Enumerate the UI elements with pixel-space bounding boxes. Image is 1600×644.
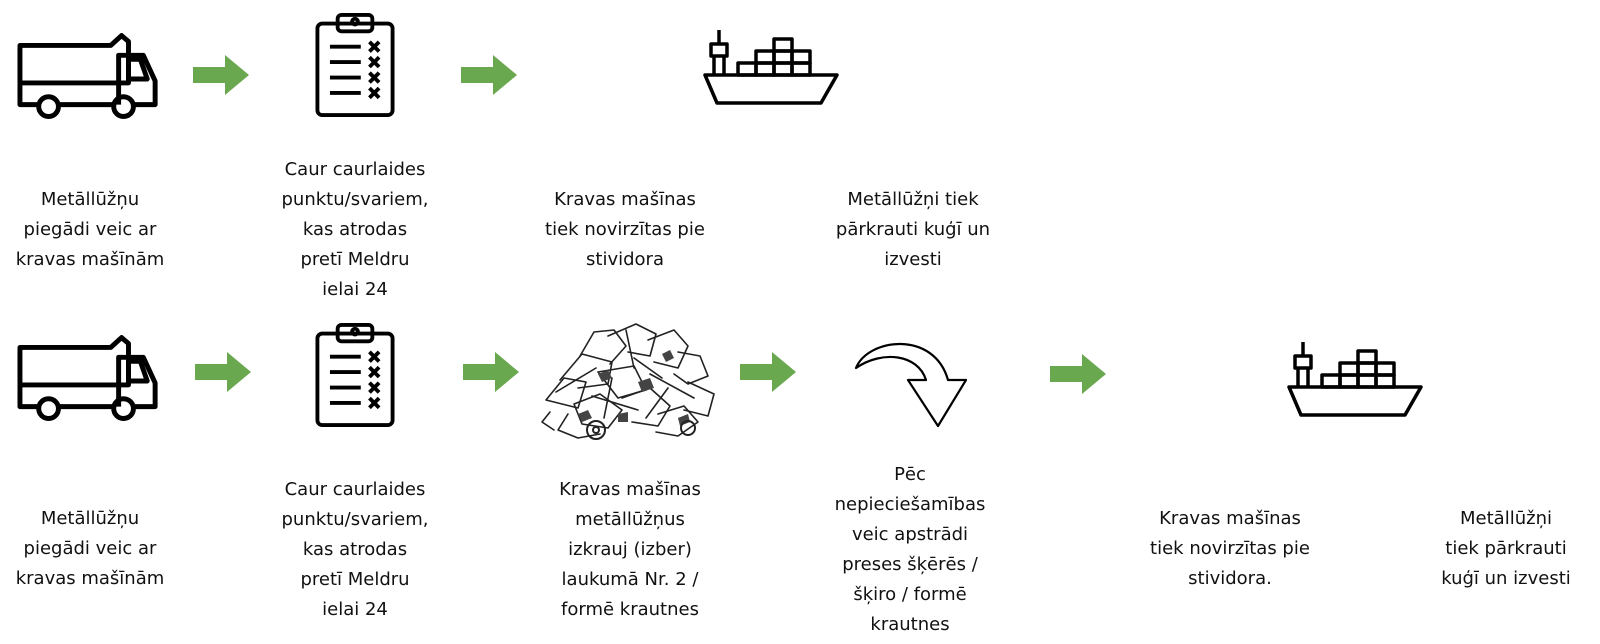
step-label-processing: Pēc nepieciešamības veic apstrādi preses… — [834, 464, 986, 635]
step-label-delivery: Metāllūžņu piegādi veic ar kravas mašīnā… — [15, 189, 165, 270]
green-arrow-icon — [461, 55, 517, 95]
step-label-unloading: Kravas mašīnas metāllūžņus izkrauj (izbe… — [559, 479, 701, 620]
green-arrow-icon — [740, 352, 796, 392]
cargo-ship-icon — [703, 27, 843, 107]
green-arrow-icon — [1050, 354, 1106, 394]
dump-truck-icon — [17, 33, 165, 123]
step-label-checkpoint: Caur caurlaides punktu/svariem, kas atro… — [281, 479, 429, 620]
step-label-delivery: Metāllūžņu piegādi veic ar kravas mašīnā… — [15, 508, 165, 589]
step-label-checkpoint: Caur caurlaides punktu/svariem, kas atro… — [281, 159, 429, 300]
step-label-shipping: Metāllūžņi tiek pārkrauti kuģī un izvest… — [1441, 508, 1571, 589]
cargo-ship-icon — [1287, 339, 1427, 419]
curved-arrow-icon — [852, 332, 974, 432]
green-arrow-icon — [193, 55, 249, 95]
dump-truck-icon — [17, 335, 165, 425]
clipboard-checklist-icon — [313, 12, 397, 118]
step-label-stevedore: Kravas mašīnas tiek novirzītas pie stivi… — [545, 189, 705, 270]
step-label-shipping: Metāllūžņi tiek pārkrauti kuģī un izvest… — [835, 189, 991, 270]
green-arrow-icon — [463, 352, 519, 392]
clipboard-checklist-icon — [313, 322, 397, 428]
step-label-stevedore: Kravas mašīnas tiek novirzītas pie stivi… — [1150, 508, 1310, 589]
green-arrow-icon — [195, 352, 251, 392]
scrap-metal-pile-icon — [538, 318, 720, 444]
